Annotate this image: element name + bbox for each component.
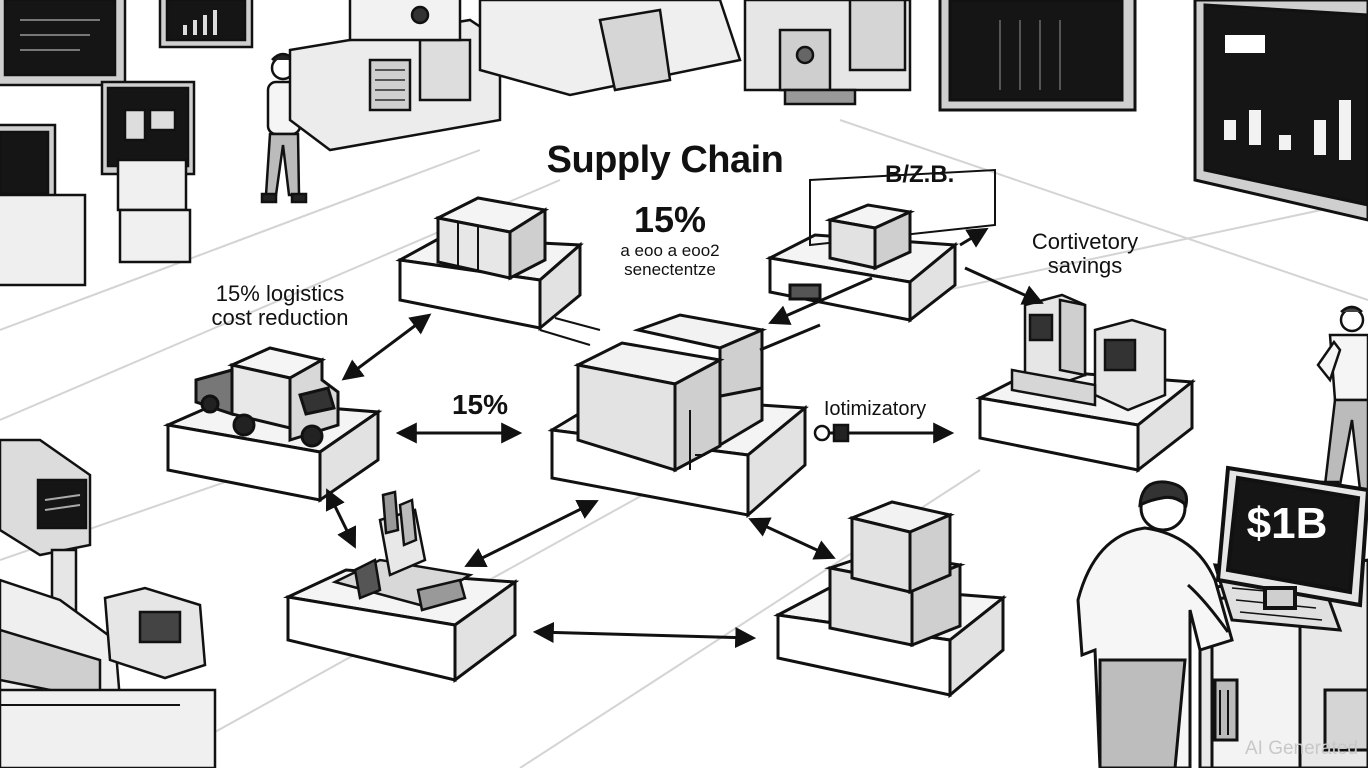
arrow-cart-to-hub xyxy=(768,276,873,325)
inventory-label: Iotimizatory xyxy=(823,398,927,420)
central-hub-node xyxy=(547,313,809,519)
machinery-icon xyxy=(331,490,474,612)
top-percent-stat: 15% xyxy=(633,199,707,240)
arrow-cart-up xyxy=(959,227,989,248)
savings-label-line-2: savings xyxy=(1047,253,1123,279)
diagram-title: Supply Chain xyxy=(546,139,784,181)
background-machine-icon xyxy=(288,0,502,152)
person-at-terminal-icon xyxy=(1076,480,1234,768)
stacked-boxes-node xyxy=(773,500,1007,699)
background-monitor-left-icon xyxy=(0,0,127,87)
top-subtext-line-2: senectentze xyxy=(624,259,716,279)
arrow-factory-to-stacked xyxy=(532,621,757,649)
top-subtext-line-1: a eoo a eoo2 xyxy=(620,241,720,260)
person-standing-right-icon xyxy=(1314,305,1368,494)
arrow-hub-line xyxy=(759,323,821,352)
warehouse-boxes-node xyxy=(395,196,584,332)
truck-icon xyxy=(194,346,340,448)
left-wall-monitor-icon xyxy=(0,123,87,287)
price-display: $1B xyxy=(1246,499,1328,548)
savings-label: Cortivetory savings xyxy=(1010,229,1160,279)
background-shelves-icon xyxy=(478,0,742,97)
inventory-marker-icon xyxy=(813,423,850,443)
savings-label-line-1: Cortivetory xyxy=(1031,229,1139,254)
top-subtext: a eoo a eoo2 senectentze xyxy=(590,241,750,279)
wall-dashboard-icon xyxy=(1193,0,1368,222)
kiosk-terminal-icon xyxy=(100,80,196,264)
logistics-label-line-1: 15% logistics xyxy=(215,281,345,306)
logistics-label: 15% logistics cost reduction xyxy=(180,281,380,331)
watermark: AI Generated xyxy=(1244,738,1358,759)
arrow-truck-to-factory xyxy=(325,488,357,549)
logistics-label-line-2: cost reduction xyxy=(211,305,349,331)
price-monitor-icon xyxy=(1215,465,1368,610)
transport-cart-node xyxy=(765,168,996,324)
middle-percent-stat: 15% xyxy=(451,389,509,420)
arrow-hub-to-stacked xyxy=(748,517,836,560)
machines-icon xyxy=(1010,293,1167,412)
wall-monitor-right-icon xyxy=(938,0,1137,112)
arrow-factory-to-hub xyxy=(464,500,599,567)
scribble-label: B/Z.B. xyxy=(885,161,954,188)
arrow-cart-to-machines xyxy=(964,266,1044,305)
background-robot-machine-icon xyxy=(743,0,912,106)
arrow-truck-to-warehouse xyxy=(341,313,432,381)
background-chart-monitor-icon xyxy=(158,0,254,49)
flow-arrows xyxy=(325,227,1044,649)
left-bottom-machine-icon xyxy=(0,438,217,768)
